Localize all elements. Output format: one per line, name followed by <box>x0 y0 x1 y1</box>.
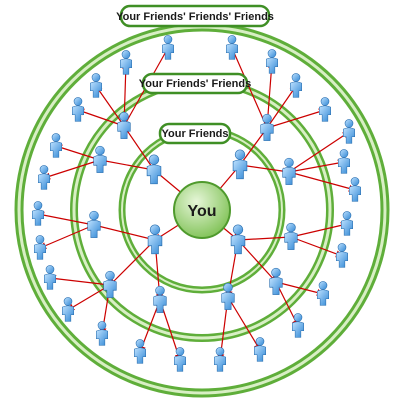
connection-arrow <box>237 239 277 283</box>
connection-arrow <box>227 296 261 352</box>
person-icon <box>269 267 283 295</box>
connection-arrow <box>239 164 291 175</box>
person-icon <box>174 347 186 372</box>
center-label: You <box>187 203 216 220</box>
connection-arrow <box>288 131 350 173</box>
connection-arrow <box>266 108 327 129</box>
connection-arrow <box>92 222 156 241</box>
person-icon <box>254 337 266 362</box>
person-icon <box>120 50 132 75</box>
connection-arrow <box>36 211 95 226</box>
person-icon <box>341 211 353 236</box>
outer-ring-label: Your Friends' Friends' Friends <box>116 4 274 28</box>
connection-arrow <box>123 125 155 171</box>
connection-arrow <box>38 224 95 249</box>
person-icon <box>72 97 84 122</box>
person-icon <box>290 73 302 98</box>
person-icon <box>282 157 296 185</box>
connection-arrow <box>66 284 111 311</box>
connection-arrow <box>42 159 101 180</box>
connection-arrow <box>290 236 344 258</box>
connection-arrow <box>275 281 325 297</box>
connection-arrow <box>266 85 297 129</box>
person-icon <box>338 149 350 174</box>
person-icon <box>349 177 361 202</box>
person-icon <box>38 165 50 190</box>
person-icon <box>146 154 162 185</box>
person-icon <box>34 235 46 260</box>
outer-ring-label-text: Your Friends' Friends' Friends <box>116 11 274 23</box>
connection-arrow <box>95 85 125 127</box>
person-icon <box>214 347 226 372</box>
person-icon <box>96 321 108 346</box>
person-icon <box>117 111 131 139</box>
person-icon <box>230 224 246 255</box>
connection-arrow <box>109 239 156 286</box>
connection-arrow <box>288 159 346 173</box>
person-icon <box>153 285 167 313</box>
person-icon <box>336 243 348 268</box>
person-icon <box>221 282 235 310</box>
person-icon <box>226 35 238 60</box>
connection-arrow <box>237 233 293 241</box>
person-icon <box>93 145 107 173</box>
center-node: You <box>173 181 231 239</box>
person-icon <box>87 210 101 238</box>
person-icon <box>343 119 355 144</box>
person-icon <box>292 313 304 338</box>
connection-arrow <box>239 127 268 166</box>
person-icon <box>62 297 74 322</box>
person-icon <box>90 73 102 98</box>
connection-arrow <box>290 221 349 238</box>
person-icon <box>50 133 62 158</box>
people-group <box>32 35 361 372</box>
person-icon <box>260 113 274 141</box>
person-icon <box>44 265 56 290</box>
middle-ring-label-text: Your Friends' Friends <box>139 78 251 90</box>
person-icon <box>284 222 298 250</box>
connection-arrow <box>54 144 101 161</box>
inner-ring-label: Your Friends <box>158 122 232 145</box>
person-icon <box>103 270 117 298</box>
person-icon <box>147 224 163 255</box>
person-icon <box>232 149 248 180</box>
connection-arrow <box>48 275 111 286</box>
person-icon <box>32 201 44 226</box>
inner-ring-label-text: Your Friends <box>161 128 228 140</box>
person-icon <box>162 35 174 60</box>
person-icon <box>319 97 331 122</box>
middle-ring-label: Your Friends' Friends <box>139 72 251 95</box>
connection-arrow <box>288 171 357 192</box>
person-icon <box>317 281 329 306</box>
person-icon <box>134 339 146 364</box>
person-icon <box>266 49 278 74</box>
connection-arrow <box>76 108 125 127</box>
connection-arrow <box>98 157 155 171</box>
connection-arrow <box>231 46 268 129</box>
